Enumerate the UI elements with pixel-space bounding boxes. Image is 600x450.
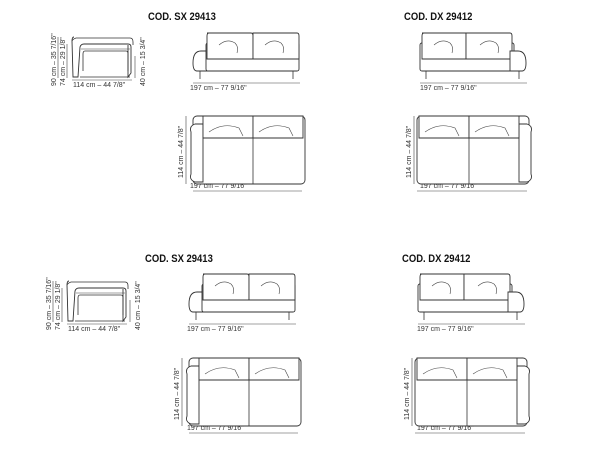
model-code-title: COD. SX 29413 xyxy=(148,11,216,23)
front-view-width-label: 197 cm – 77 9/16" xyxy=(190,85,247,92)
model-code-title: COD. DX 29412 xyxy=(402,253,471,265)
front-view-width-label: 197 cm – 77 9/16" xyxy=(420,85,477,92)
side-view-width-label: 114 cm – 44 7/8" xyxy=(73,82,126,89)
front-view-width-label: 197 cm – 77 9/16" xyxy=(187,326,244,333)
top-view-drawing xyxy=(414,357,530,427)
model-code-title: COD. DX 29412 xyxy=(404,11,473,23)
front-view-drawing xyxy=(419,32,527,80)
top-view-width-label: 197 cm – 77 9/16" xyxy=(187,425,244,432)
front-view-drawing xyxy=(188,273,296,321)
side-view-drawing xyxy=(71,36,134,78)
top-view-drawing xyxy=(186,357,302,427)
top-view-width-label: 197 cm – 77 9/16" xyxy=(417,425,474,432)
front-view-drawing xyxy=(192,32,300,80)
model-code-title: COD. SX 29413 xyxy=(145,253,213,265)
side-view-drawing xyxy=(66,280,129,322)
front-view-drawing xyxy=(417,273,525,321)
top-view-drawing xyxy=(416,115,532,185)
top-view-width-label: 197 cm – 77 9/16" xyxy=(190,183,247,190)
top-view-drawing xyxy=(190,115,306,185)
side-view-width-label: 114 cm – 44 7/8" xyxy=(68,326,121,333)
front-view-width-label: 197 cm – 77 9/16" xyxy=(417,326,474,333)
top-view-width-label: 197 cm – 77 9/16" xyxy=(420,183,477,190)
